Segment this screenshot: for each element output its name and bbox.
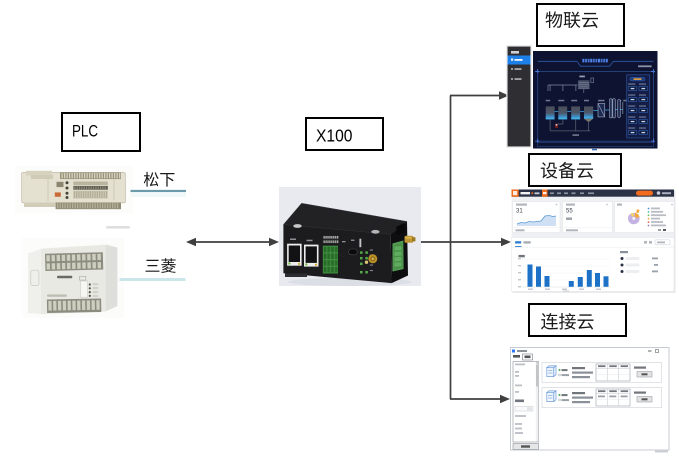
svg-text:PLC: PLC [72,122,98,141]
svg-text:X100: X100 [316,126,353,146]
svg-text:55: 55 [566,209,573,215]
svg-text:31: 31 [516,209,523,215]
